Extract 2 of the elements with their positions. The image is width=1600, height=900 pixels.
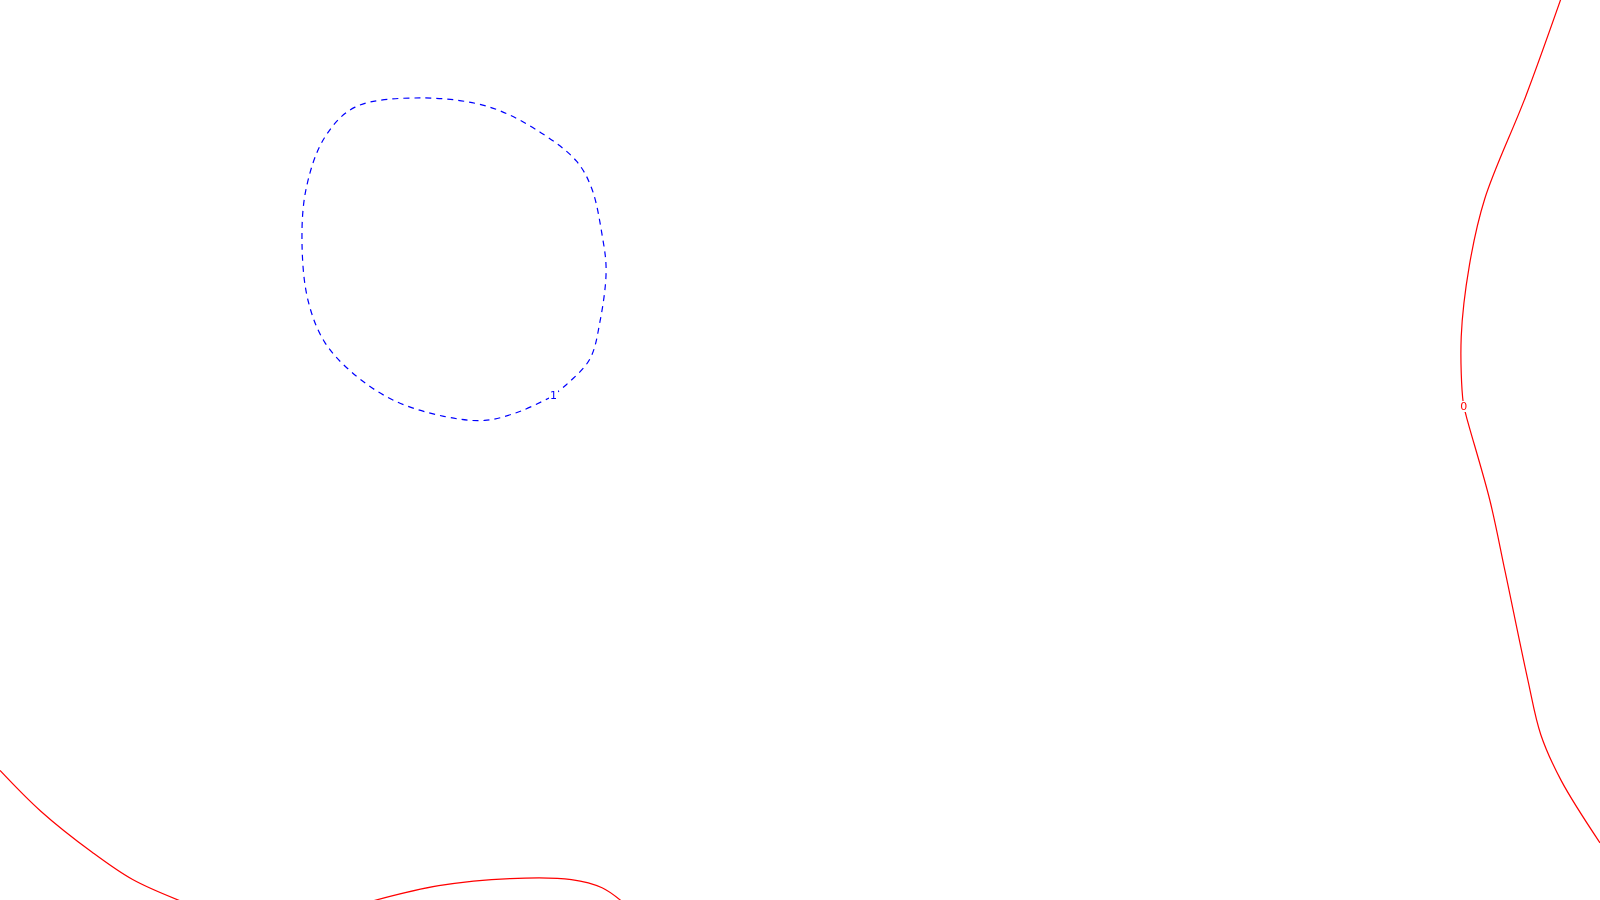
contour-label: 0 — [1459, 401, 1469, 413]
contour-label: 1 — [549, 389, 559, 401]
